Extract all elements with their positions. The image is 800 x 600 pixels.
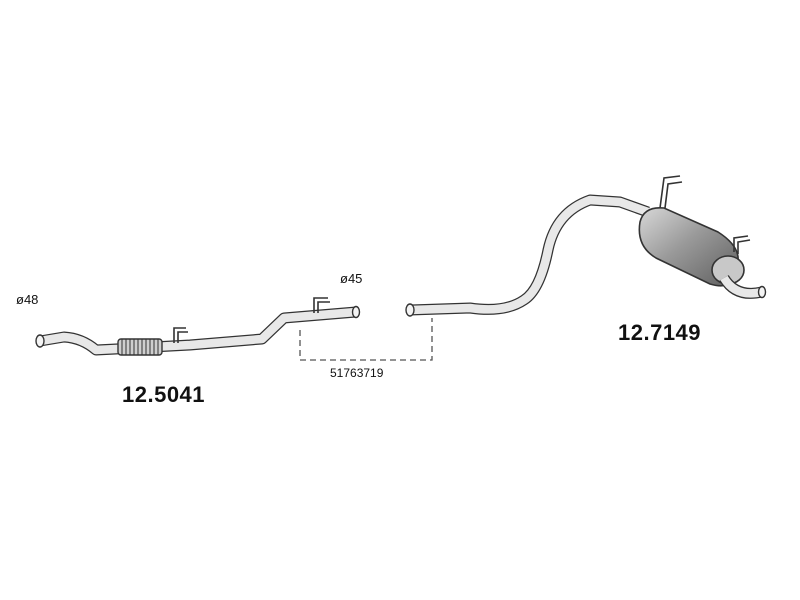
- part-number-front-pipe: 12.5041: [122, 382, 206, 407]
- front-pipe-body: [39, 307, 357, 355]
- front-pipe-outlet-end: [351, 305, 361, 319]
- tailpipe-end: [757, 285, 767, 299]
- part-number-rear-section: 12.7149: [618, 320, 702, 345]
- dimension-left-label: ø48: [16, 292, 39, 307]
- rear-pipe-body: [409, 195, 650, 315]
- front-pipe-inlet-end: [35, 334, 45, 348]
- dimension-right-label: ø45: [340, 271, 363, 286]
- rear-pipe-inlet-end: [405, 303, 415, 317]
- rear-pipe-hanger: [659, 175, 683, 209]
- rear-section-12-7149: [405, 175, 767, 317]
- flex-section: [117, 338, 163, 356]
- connector-reference-label: 51763719: [330, 366, 384, 380]
- front-pipe-outlet-hanger: [313, 297, 330, 313]
- connector-bracket: [299, 318, 433, 361]
- front-pipe-hanger: [173, 327, 188, 343]
- tailpipe-body: [720, 275, 763, 298]
- muffler-hanger: [733, 235, 751, 254]
- front-pipe-12-5041: [35, 297, 361, 356]
